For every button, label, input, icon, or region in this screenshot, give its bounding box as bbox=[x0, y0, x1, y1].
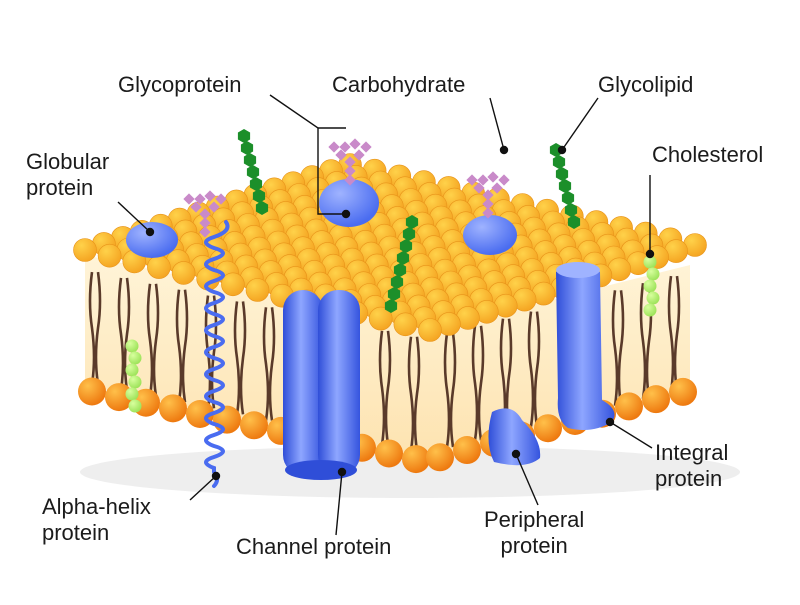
cholesterol-icon bbox=[643, 255, 660, 317]
carbohydrate-chain bbox=[328, 138, 372, 186]
peripheral-protein-icon bbox=[488, 408, 541, 466]
label-channel-protein: Channel protein bbox=[236, 534, 392, 559]
membrane-shadow bbox=[80, 446, 740, 498]
label-glycoprotein: Glycoprotein bbox=[118, 72, 242, 97]
glycoprotein-icon bbox=[319, 179, 379, 227]
carbohydrate-chain bbox=[466, 171, 510, 219]
label-carbohydrate: Carbohydrate bbox=[332, 72, 466, 97]
channel-protein-icon bbox=[283, 290, 360, 480]
glycolipid-icon bbox=[549, 143, 581, 229]
leader-lines bbox=[117, 94, 655, 536]
cholesterol-icon bbox=[125, 339, 142, 413]
label-glycolipid: Glycolipid bbox=[598, 72, 694, 97]
label-cholesterol: Cholesterol bbox=[652, 142, 764, 167]
alpha-helix-icon bbox=[204, 220, 230, 488]
glycoprotein-icon bbox=[463, 215, 517, 255]
glycolipid-icon bbox=[237, 129, 269, 215]
glycolipid-icon bbox=[384, 215, 419, 313]
integral-protein-icon bbox=[556, 262, 615, 430]
carbohydrate-chain bbox=[183, 190, 227, 238]
globular-protein-icon bbox=[126, 222, 178, 258]
